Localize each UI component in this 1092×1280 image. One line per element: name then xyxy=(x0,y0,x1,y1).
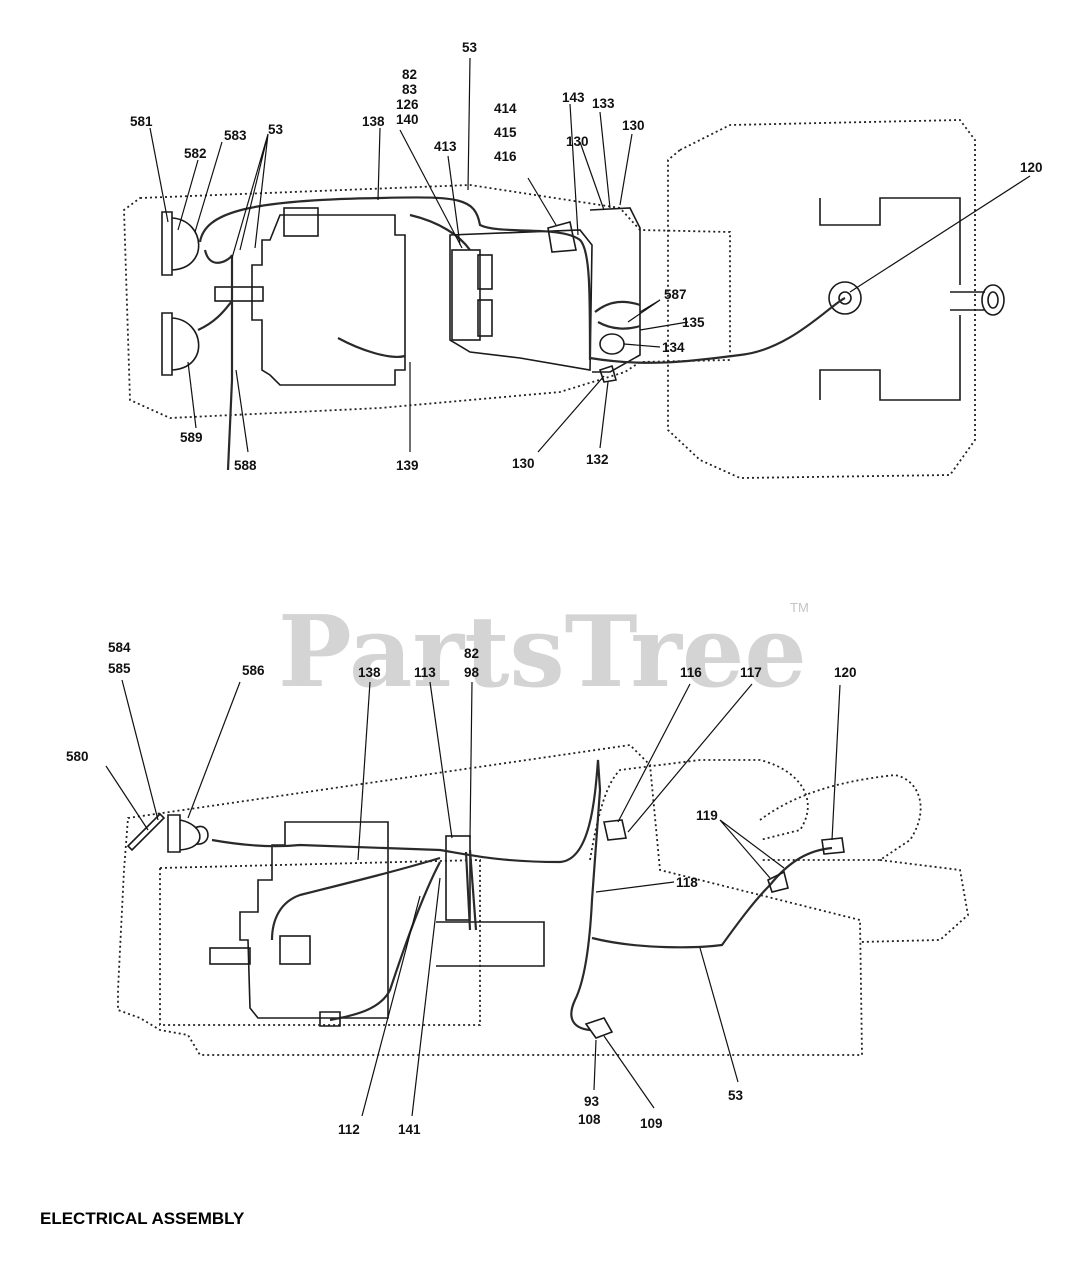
label-top: 416 xyxy=(494,149,517,164)
label-top: 414 xyxy=(494,101,517,116)
label-top: 134 xyxy=(662,340,685,355)
side-leaders xyxy=(105,679,841,1117)
label-top: 413 xyxy=(434,139,457,154)
label-top: 132 xyxy=(586,452,609,467)
top-engine xyxy=(251,214,406,386)
label-top: 53 xyxy=(268,122,284,137)
label-top: 130 xyxy=(566,134,589,149)
side-seat-switch xyxy=(603,819,627,841)
top-headlight-left-bottom xyxy=(161,312,200,376)
top-deck-switch xyxy=(828,281,862,315)
label-side: 98 xyxy=(464,665,480,680)
label-top: 581 xyxy=(130,114,153,129)
top-view xyxy=(123,57,1031,479)
label-side: 108 xyxy=(578,1112,601,1127)
side-view-labels: 584 585 586 138 113 82 98 116 117 120 58… xyxy=(66,640,857,1137)
side-pto-switch xyxy=(821,837,845,855)
diagram-title: ELECTRICAL ASSEMBLY xyxy=(40,1209,245,1228)
side-bulb xyxy=(126,812,166,852)
label-top: 135 xyxy=(682,315,705,330)
label-side: 141 xyxy=(398,1122,421,1137)
label-side: 112 xyxy=(338,1122,360,1137)
label-side: 118 xyxy=(676,875,698,890)
top-hood-right xyxy=(589,207,641,373)
label-top: 582 xyxy=(184,146,207,161)
label-top: 140 xyxy=(396,112,419,127)
label-top: 53 xyxy=(462,40,478,55)
top-view-labels: 53 82 83 126 140 414 415 416 143 133 138… xyxy=(130,40,1043,473)
side-harness xyxy=(211,759,602,1032)
label-side: 116 xyxy=(680,665,702,680)
label-side: 580 xyxy=(66,749,89,764)
top-spindle-end xyxy=(981,284,1005,316)
label-top: 139 xyxy=(396,458,419,473)
label-top: 415 xyxy=(494,125,517,140)
watermark: PartsTree TM xyxy=(278,595,809,710)
side-view xyxy=(105,679,969,1117)
label-side: 113 xyxy=(414,665,436,680)
side-dash xyxy=(445,835,471,921)
label-side: 53 xyxy=(728,1088,744,1103)
label-side: 138 xyxy=(358,665,381,680)
top-harness xyxy=(198,196,592,361)
top-spindle-tube xyxy=(950,291,985,311)
side-engine-shaft xyxy=(209,947,251,965)
top-ignition-switch xyxy=(599,333,625,355)
side-lamp-socket xyxy=(194,825,209,845)
top-deck-outline xyxy=(667,119,976,479)
side-frame-outline xyxy=(159,859,481,1026)
label-top: 126 xyxy=(396,97,419,112)
side-seat-outline xyxy=(589,759,922,861)
label-top: 130 xyxy=(622,118,645,133)
side-solenoid xyxy=(279,935,311,965)
label-top: 120 xyxy=(1020,160,1043,175)
top-leaders xyxy=(149,57,1031,453)
label-side: 119 xyxy=(696,808,718,823)
top-body-outline xyxy=(123,184,731,419)
top-solenoid xyxy=(283,207,319,237)
label-side: 120 xyxy=(834,665,857,680)
watermark-trademark: TM xyxy=(790,600,809,615)
side-hood-outline xyxy=(117,744,863,1056)
side-frame-rail xyxy=(436,921,545,967)
watermark-brand: PartsTree xyxy=(278,595,807,710)
side-brake-switch xyxy=(584,1017,614,1039)
top-ground xyxy=(598,364,618,383)
label-top: 83 xyxy=(402,82,418,97)
label-top: 138 xyxy=(362,114,385,129)
label-top: 588 xyxy=(234,458,257,473)
label-side: 585 xyxy=(108,661,131,676)
side-engine xyxy=(239,821,389,1019)
label-side: 109 xyxy=(640,1116,663,1131)
label-side: 82 xyxy=(464,646,479,661)
label-top: 143 xyxy=(562,90,585,105)
label-top: 589 xyxy=(180,430,203,445)
top-dash-console xyxy=(449,229,593,371)
label-top: 583 xyxy=(224,128,247,143)
label-side: 117 xyxy=(740,665,762,680)
top-engine-shaft xyxy=(214,286,264,302)
label-top: 82 xyxy=(402,67,417,82)
label-top: 133 xyxy=(592,96,615,111)
label-side: 586 xyxy=(242,663,265,678)
label-top: 130 xyxy=(512,456,535,471)
label-side: 93 xyxy=(584,1094,600,1109)
top-deck-housing xyxy=(819,197,961,401)
label-side: 584 xyxy=(108,640,131,655)
top-headlight-left xyxy=(161,211,200,276)
side-headlight xyxy=(167,814,201,853)
label-top: 587 xyxy=(664,287,687,302)
